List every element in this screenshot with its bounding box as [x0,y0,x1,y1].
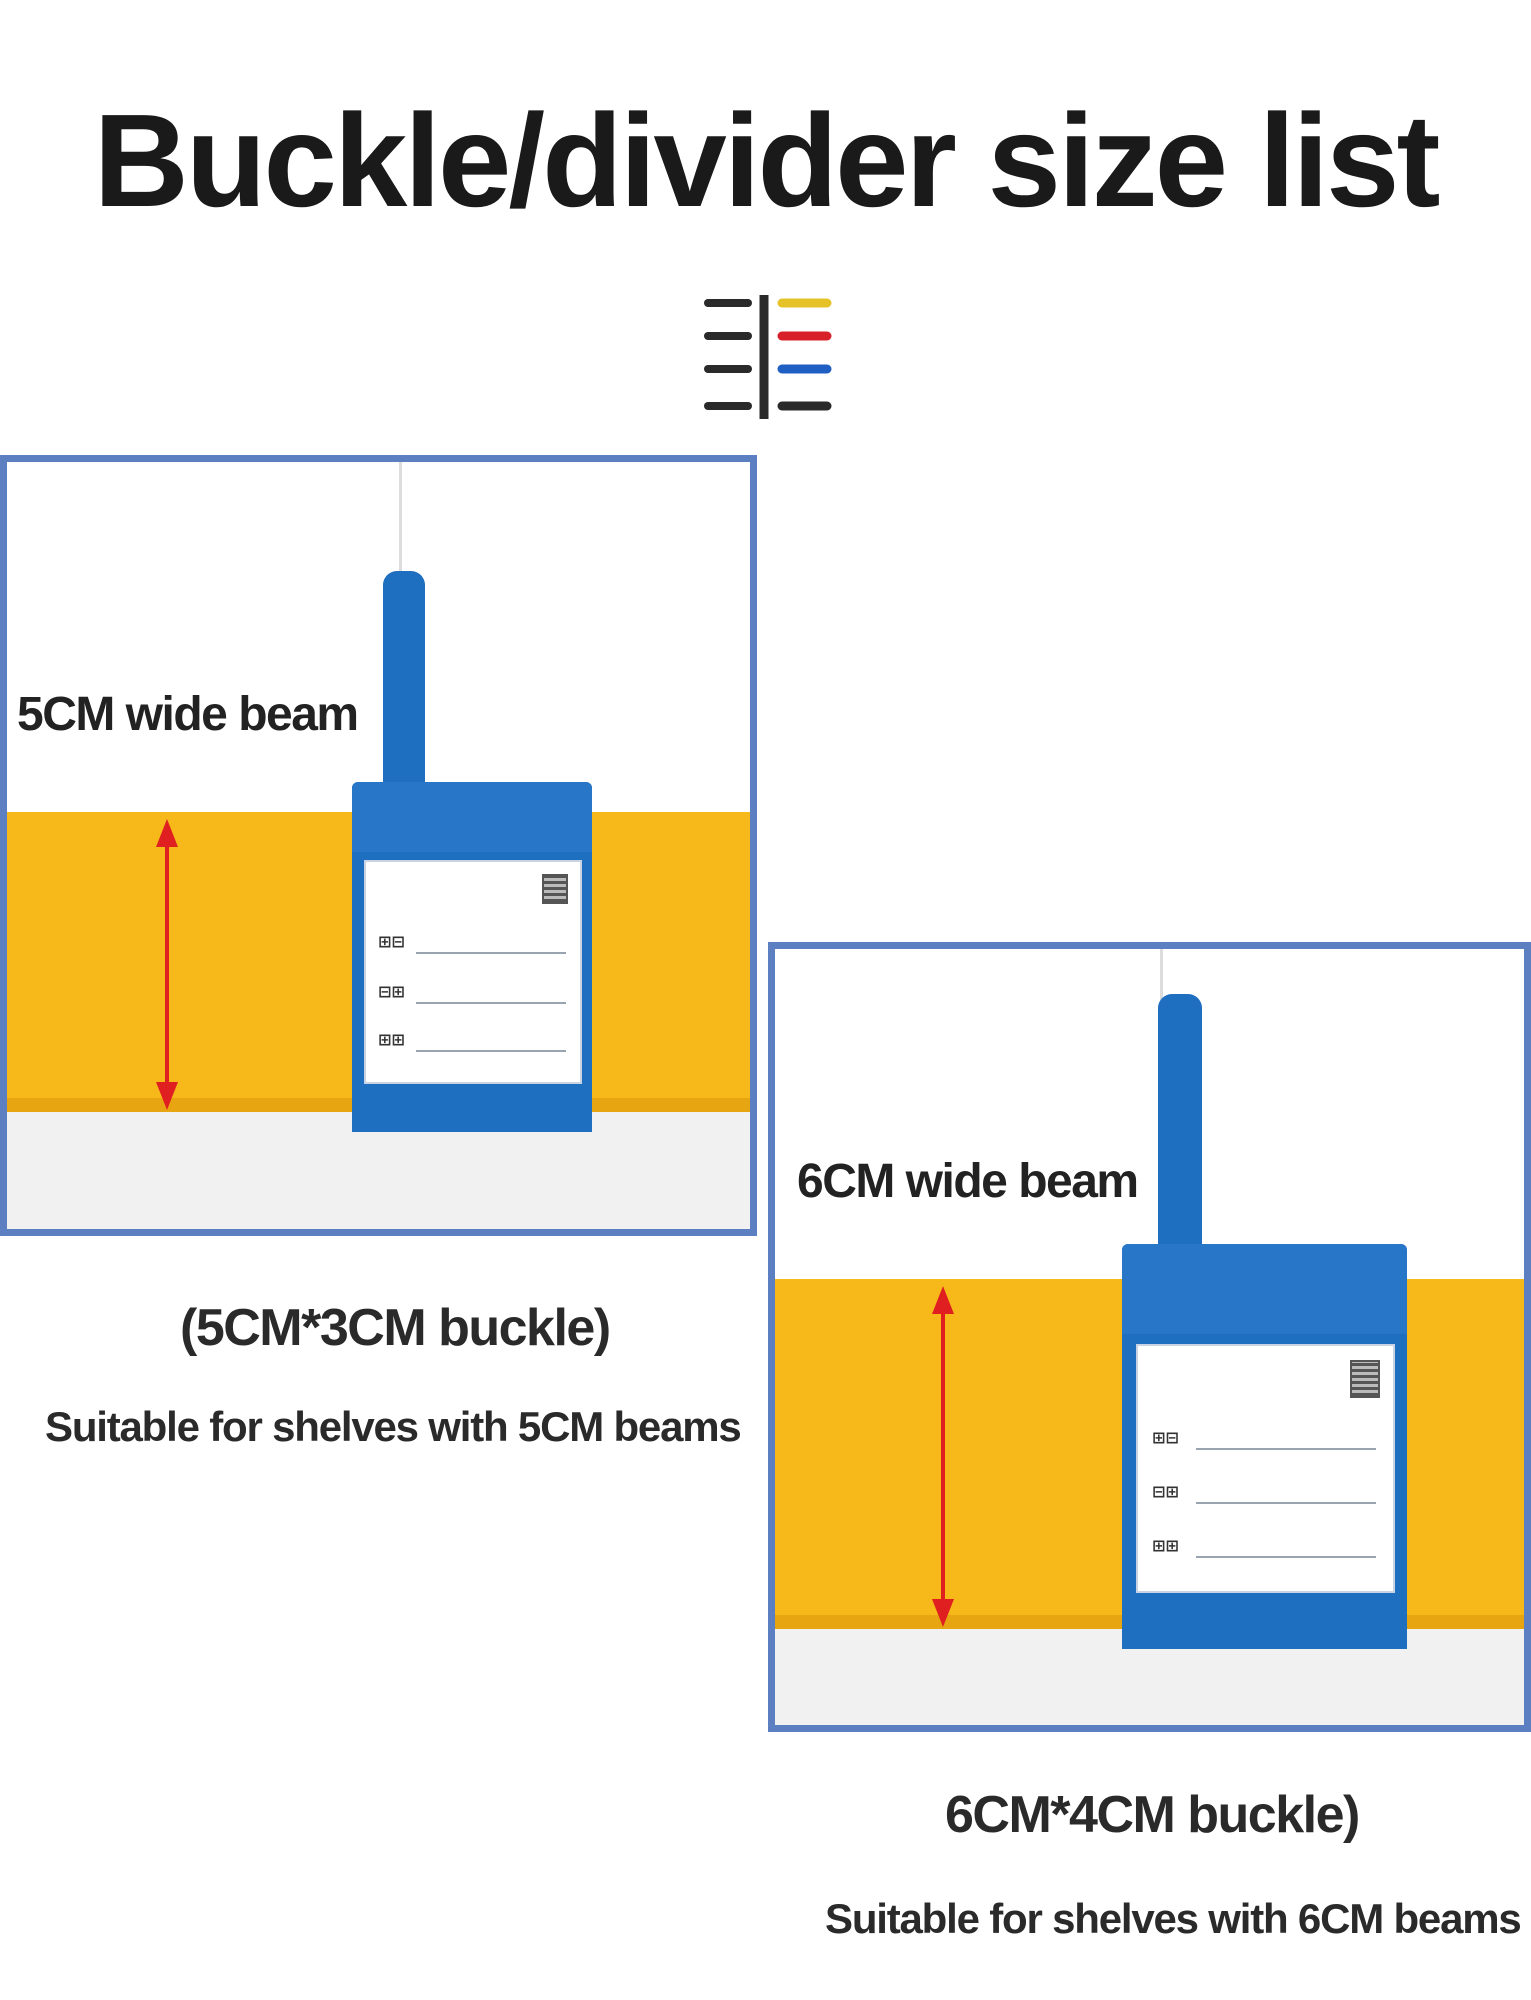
photo-5cm-beam: 5CM wide beam ⊞⊟ ⊟⊞ ⊞⊞ [0,455,757,1236]
hook-stem [1158,994,1202,1254]
caption-title-6cm: 6CM*4CM buckle) [945,1786,1360,1844]
hook-stem [383,571,425,791]
buckle-top [1122,1244,1407,1334]
buckle-bottom [1122,1599,1407,1649]
bars-logo-icon [704,295,832,419]
caption-desc-5cm: Suitable for shelves with 5CM beams [45,1403,742,1450]
caption-desc-6cm: Suitable for shelves with 6CM beams [825,1895,1522,1942]
card-line [1196,1556,1376,1558]
beam-width-arrow [932,1286,954,1627]
page-title: Buckle/divider size list [93,87,1441,234]
qr-code-icon [542,874,568,904]
card-line [416,952,566,954]
card-glyph: ⊟⊞ [378,982,405,1001]
card-glyph: ⊞⊟ [378,932,405,951]
buckle-divider: ⊞⊟ ⊟⊞ ⊞⊞ [352,782,592,1132]
hanging-wire [399,462,402,582]
label-card: ⊞⊟ ⊟⊞ ⊞⊞ [1136,1344,1395,1593]
buckle-top [352,782,592,852]
buckle-bottom [352,1087,592,1132]
beam-label: 6CM wide beam [797,1155,1139,1208]
card-line [416,1002,566,1004]
card-line [1196,1502,1376,1504]
buckle-divider: ⊞⊟ ⊟⊞ ⊞⊞ [1122,1244,1407,1649]
label-card: ⊞⊟ ⊟⊞ ⊞⊞ [364,860,582,1084]
beam-label: 5CM wide beam [17,688,359,741]
card-line [1196,1448,1376,1450]
card-line [416,1050,566,1052]
card-glyph: ⊞⊞ [1152,1536,1179,1555]
beam-width-arrow [156,819,178,1110]
caption-title-5cm: (5CM*3CM buckle) [180,1299,611,1357]
logo-right-bars [777,298,832,411]
card-glyph: ⊟⊞ [1152,1482,1179,1501]
qr-code-icon [1350,1360,1380,1398]
hanging-wire [1160,949,1163,1009]
photo-6cm-beam: 6CM wide beam ⊞⊟ ⊟⊞ ⊞⊞ [768,942,1531,1732]
logo-left-bars [704,299,752,410]
card-glyph: ⊞⊞ [378,1030,405,1049]
card-glyph: ⊞⊟ [1152,1428,1179,1447]
